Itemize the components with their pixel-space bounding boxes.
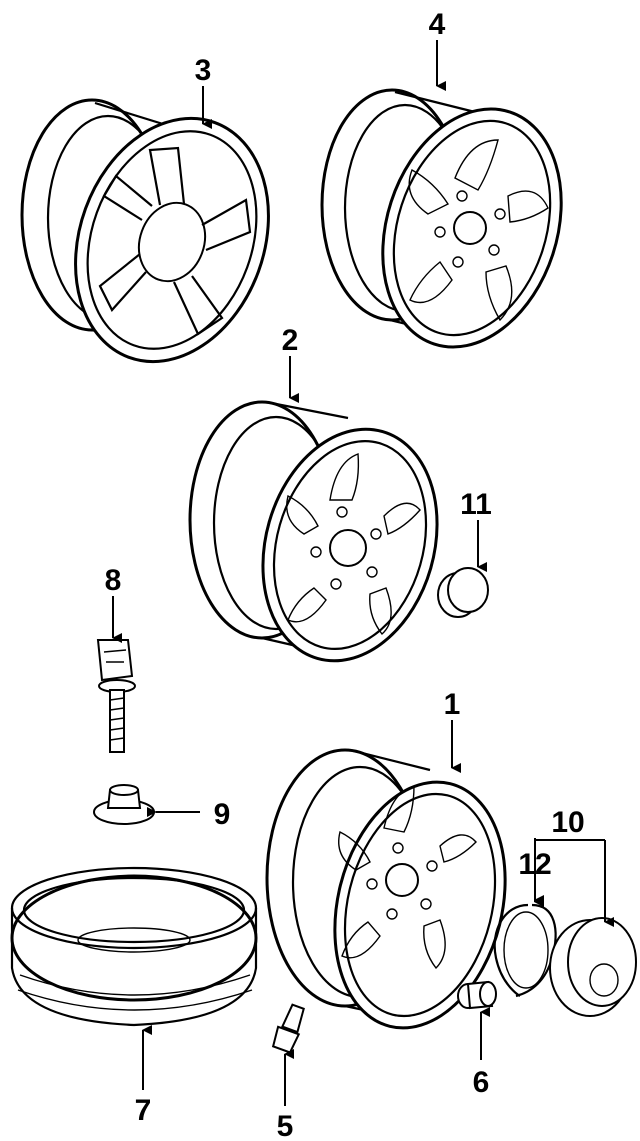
snap-ring-12 [493, 903, 557, 998]
lug-nut-6 [457, 980, 497, 1010]
bolt-8 [96, 639, 136, 753]
wheel-1 [265, 748, 507, 1030]
leader-lines [112, 40, 614, 1106]
hub-cap-10 [549, 917, 637, 1017]
callout-5: 5 [277, 1110, 294, 1141]
nut-9 [93, 784, 155, 825]
callout-2: 2 [282, 324, 299, 357]
callout-4: 4 [429, 8, 446, 41]
spare-wheel-7 [10, 866, 258, 1027]
callout-8: 8 [105, 564, 122, 597]
callout-7: 7 [135, 1094, 152, 1127]
callout-11: 11 [460, 488, 492, 521]
center-cap-11 [437, 567, 489, 618]
callout-1: 1 [444, 688, 461, 721]
valve-stem-5 [271, 1003, 305, 1054]
callout-10: 10 [551, 806, 584, 839]
wheel-4 [320, 88, 563, 349]
wheel-3 [20, 98, 270, 364]
callout-9: 9 [214, 798, 231, 831]
callout-6: 6 [473, 1066, 490, 1099]
wheel-2 [188, 400, 439, 663]
callout-3: 3 [195, 54, 212, 87]
callout-12: 12 [518, 848, 551, 881]
